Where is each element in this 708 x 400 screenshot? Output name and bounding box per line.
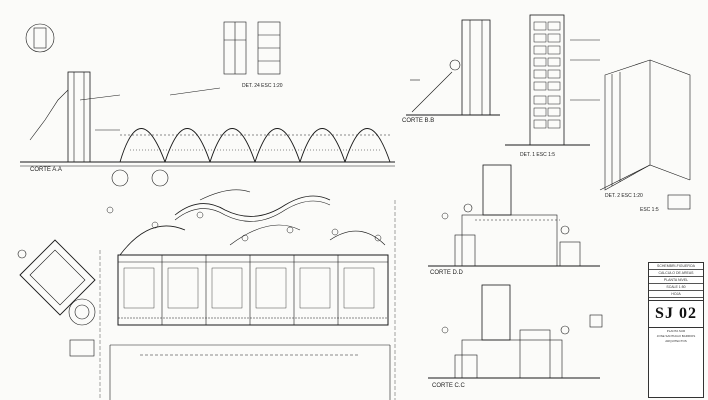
det-1-label: DET. 1 ESC 1:5 [520, 152, 556, 158]
title-row: HOJA [649, 291, 703, 298]
sheet-code: SJ 02 [649, 300, 703, 328]
corte-aa-label: CORTE A.A [30, 167, 62, 173]
footer-line: ARQUITECTOS [665, 339, 687, 343]
title-row: PLANTA NIVEL [649, 277, 703, 284]
corte-bb-label: CORTE B.B [402, 118, 435, 124]
title-row: CALCULO DE AREAS [649, 270, 703, 277]
floor-plan-drawing [17, 189, 396, 400]
det-24-drawing [223, 21, 281, 75]
corte-cc-drawing [428, 284, 603, 379]
det-2-label: DET. 2 ESC 1:20 [605, 193, 643, 199]
det-2-drawing [599, 59, 691, 210]
corte-dd-label: CORTE D.D [430, 270, 463, 276]
det-24-label: DET. 24 ESC 1:20 [242, 83, 283, 89]
corte-dd-drawing [428, 164, 600, 267]
title-row: SCALE 1:50 [649, 284, 703, 291]
corte-aa-drawing [20, 23, 395, 187]
corte-cc-label: CORTE C.C [432, 383, 465, 389]
title-block: SCHEMBRI-FIGUEROA CALCULO DE AREAS PLANT… [648, 262, 704, 398]
esc-label: ESC 1:5 [640, 207, 659, 213]
det-1-drawing [505, 14, 600, 146]
footer-line: PLANTA SUR [666, 329, 686, 333]
corte-bb-drawing [406, 19, 500, 116]
footer-line: JOSE SANTIAGO BARRIOS [656, 334, 696, 338]
title-row: SCHEMBRI-FIGUEROA [649, 263, 703, 270]
